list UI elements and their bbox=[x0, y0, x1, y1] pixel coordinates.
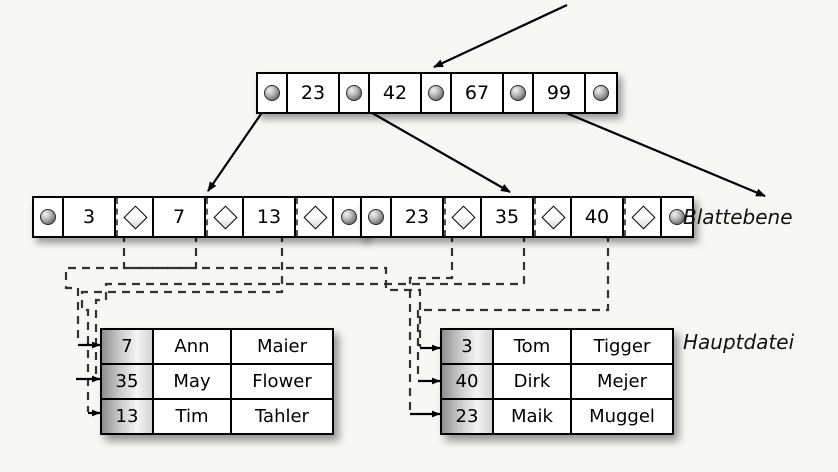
row-key: 13 bbox=[102, 400, 154, 433]
pointer-ball-icon bbox=[346, 85, 362, 101]
leaf-right-key-2: 40 bbox=[572, 198, 624, 236]
row-key: 3 bbox=[442, 330, 494, 363]
pointer-ball-icon bbox=[510, 85, 526, 101]
leaf-left-record-pointer-2[interactable] bbox=[296, 198, 334, 236]
pointer-ball-icon bbox=[669, 209, 685, 225]
leaf-right-record-pointer-2[interactable] bbox=[624, 198, 662, 236]
row-first-name: Tim bbox=[154, 400, 232, 433]
root-pointer-0[interactable] bbox=[258, 74, 288, 112]
row-first-name: Ann bbox=[154, 330, 232, 363]
pointer-ball-icon bbox=[40, 209, 56, 225]
pointer-ball-icon bbox=[368, 209, 384, 225]
row-last-name: Maier bbox=[256, 336, 308, 357]
diamond-record-pointer-icon bbox=[212, 204, 238, 230]
row-key: 40 bbox=[442, 365, 494, 398]
row-first-name: May bbox=[154, 365, 232, 398]
caption-main-file: Hauptdatei bbox=[683, 330, 795, 354]
leaf-left-record-pointer-1[interactable] bbox=[206, 198, 244, 236]
leaf-right-record-pointer-0[interactable] bbox=[444, 198, 482, 236]
leaf-right-key-0: 23 bbox=[392, 198, 444, 236]
table-row[interactable]: 40 Dirk Mejer bbox=[442, 363, 672, 398]
leaf-right-next-pointer[interactable] bbox=[662, 198, 692, 236]
diamond-record-pointer-icon bbox=[630, 204, 656, 230]
row-last-name: Muggel bbox=[589, 406, 655, 427]
diamond-record-pointer-icon bbox=[302, 204, 328, 230]
leaf-left-next-pointer[interactable] bbox=[334, 198, 364, 236]
root-key-0: 23 bbox=[288, 74, 340, 112]
root-pointer-3[interactable] bbox=[504, 74, 534, 112]
arrow-into-root bbox=[433, 4, 568, 68]
root-pointer-4[interactable] bbox=[586, 74, 616, 112]
row-key: 23 bbox=[442, 400, 494, 433]
leaf-left-prev-pointer[interactable] bbox=[34, 198, 64, 236]
diamond-record-pointer-icon bbox=[450, 204, 476, 230]
leaf-left-key-1: 7 bbox=[154, 198, 206, 236]
leaf-right-key-1: 35 bbox=[482, 198, 534, 236]
main-file-table-right[interactable]: 3 Tom Tigger 40 Dirk Mejer 23 Maik Mugge… bbox=[440, 328, 674, 435]
root-key-3: 99 bbox=[534, 74, 586, 112]
main-file-table-left[interactable]: 7 Ann Maier 35 May Flower 13 Tim Tahler bbox=[100, 328, 334, 435]
row-first-name: Maik bbox=[494, 400, 572, 433]
leaf-node-left[interactable]: 3 7 13 bbox=[32, 196, 366, 238]
caption-leaf-level: Blattebene bbox=[683, 205, 793, 229]
pointer-ball-icon bbox=[428, 85, 444, 101]
leaf-left-record-pointer-0[interactable] bbox=[116, 198, 154, 236]
row-first-name: Dirk bbox=[494, 365, 572, 398]
leaf-node-right[interactable]: 23 35 40 bbox=[360, 196, 694, 238]
leaf-left-key-2: 13 bbox=[244, 198, 296, 236]
leaf-right-prev-pointer[interactable] bbox=[362, 198, 392, 236]
row-last-name: Mejer bbox=[596, 371, 648, 392]
row-last-name: Tahler bbox=[255, 406, 309, 427]
table-row[interactable]: 35 May Flower bbox=[102, 363, 332, 398]
row-key: 35 bbox=[102, 365, 154, 398]
root-node[interactable]: 23 42 67 99 bbox=[256, 72, 618, 114]
row-first-name: Tom bbox=[494, 330, 572, 363]
pointer-ball-icon bbox=[341, 209, 357, 225]
leaf-right-record-pointer-1[interactable] bbox=[534, 198, 572, 236]
table-row[interactable]: 3 Tom Tigger bbox=[442, 330, 672, 363]
diamond-record-pointer-icon bbox=[122, 204, 148, 230]
row-key: 7 bbox=[102, 330, 154, 363]
pointer-ball-icon bbox=[264, 85, 280, 101]
root-pointer-2[interactable] bbox=[422, 74, 452, 112]
table-row[interactable]: 23 Maik Muggel bbox=[442, 398, 672, 433]
table-row[interactable]: 13 Tim Tahler bbox=[102, 398, 332, 433]
table-row[interactable]: 7 Ann Maier bbox=[102, 330, 332, 363]
diamond-record-pointer-icon bbox=[540, 204, 566, 230]
pointer-ball-icon bbox=[593, 85, 609, 101]
leaf-left-key-0: 3 bbox=[64, 198, 116, 236]
root-pointer-1[interactable] bbox=[340, 74, 370, 112]
root-key-1: 42 bbox=[370, 74, 422, 112]
row-last-name: Flower bbox=[252, 371, 312, 392]
row-last-name: Tigger bbox=[593, 336, 651, 357]
root-key-2: 67 bbox=[452, 74, 504, 112]
